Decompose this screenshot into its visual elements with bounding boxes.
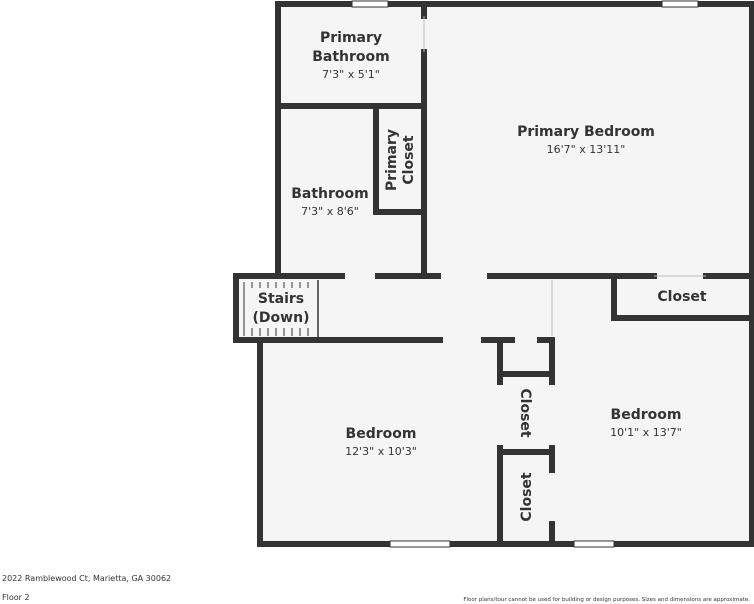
stairs-label-backdrop <box>250 288 314 328</box>
closet-right-name: Closet <box>657 289 707 305</box>
window-bedroom-right <box>573 540 615 548</box>
primary-bathroom-name-1: Primary <box>320 30 382 46</box>
bedroom-right-dims: 10'1" x 13'7" <box>610 426 682 439</box>
bathroom-dims: 7'3" x 8'6" <box>301 205 359 218</box>
window-bedroom-left <box>389 540 451 548</box>
bedroom-right-name: Bedroom <box>611 407 682 423</box>
bedroom-left-name: Bedroom <box>346 426 417 442</box>
property-address: 2022 Ramblewood Ct, Marietta, GA 30062 <box>2 574 172 583</box>
disclaimer-text: Floor plans/tour cannot be used for buil… <box>463 597 750 603</box>
openings <box>423 16 706 336</box>
primary-closet-label: Primary Closet <box>384 129 417 191</box>
walls <box>233 1 754 547</box>
primary-bedroom-name: Primary Bedroom <box>517 124 655 140</box>
primary-bathroom-dims: 7'3" x 5'1" <box>322 68 380 81</box>
primary-closet-name-1: Primary <box>384 129 400 191</box>
closet-mid-lower-label: Closet <box>519 472 535 522</box>
windows <box>351 0 699 548</box>
floor-upper-block <box>278 4 752 276</box>
primary-bathroom-name-2: Bathroom <box>312 49 390 65</box>
primary-closet-name-2: Closet <box>401 135 417 185</box>
room-labels: Primary Bathroom 7'3" x 5'1" Primary Bed… <box>253 30 707 522</box>
bathroom-name: Bathroom <box>291 186 369 202</box>
closet-mid-upper-label: Closet <box>517 388 533 438</box>
floor-lower-block <box>260 338 752 544</box>
floor-fills <box>236 4 752 544</box>
stairs-name-1: Stairs <box>258 291 304 307</box>
closet-mid-lower-name: Closet <box>519 472 535 522</box>
bedroom-left-dims: 12'3" x 10'3" <box>345 445 417 458</box>
window-primary-bed <box>661 0 699 8</box>
closet-mid-upper-name: Closet <box>517 388 533 438</box>
floor-hall-block <box>236 276 752 340</box>
window-primary-bath <box>351 0 389 8</box>
primary-bedroom-dims: 16'7" x 13'11" <box>547 143 626 156</box>
stairs-name-2: (Down) <box>253 310 310 326</box>
floor-label: Floor 2 <box>2 593 30 602</box>
